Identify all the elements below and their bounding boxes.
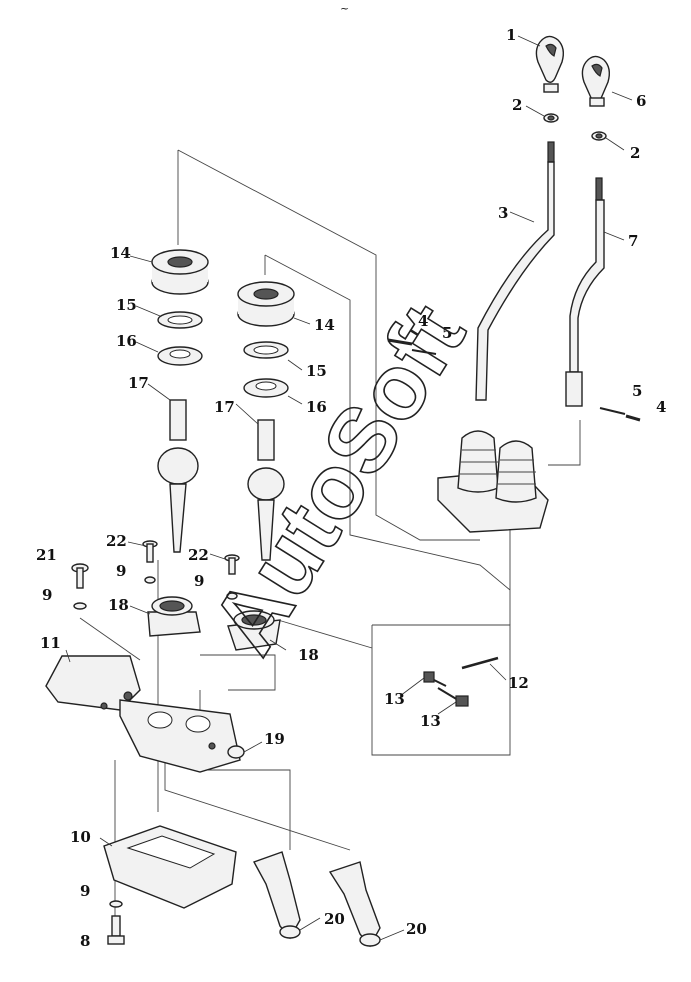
callout-18: 18: [108, 596, 129, 614]
callout-3: 3: [498, 204, 508, 222]
callout-5: 5: [632, 382, 642, 400]
callout-19: 19: [264, 730, 285, 748]
callout-1: 1: [506, 26, 516, 44]
washer-9-a: [73, 602, 87, 610]
rubber-boot-housing: [437, 430, 549, 533]
callout-6: 6: [636, 92, 646, 110]
washer-15-left: [157, 311, 203, 329]
callout-12: 12: [508, 674, 529, 692]
pin-12: [461, 656, 499, 670]
callout-5: 5: [442, 324, 452, 342]
callout-17: 17: [128, 374, 149, 392]
callout-9: 9: [116, 562, 126, 580]
callout-20: 20: [406, 920, 427, 938]
top-mark: ~: [340, 2, 349, 15]
lever-rod-7: [565, 177, 605, 407]
callout-14: 14: [314, 316, 335, 334]
callout-labels: 1 2 2 3 4 4 5 5 6 7 8 9 9 9 9 10 11 12 1…: [36, 26, 666, 950]
nut-2-right: [591, 131, 607, 141]
washer-9-d: [109, 900, 123, 908]
washer-15-right: [243, 341, 289, 359]
bolt-22-right: [224, 554, 240, 575]
bearing-housing-18-left: [147, 596, 201, 637]
leader-lines: [65, 35, 633, 941]
bolt-8: [107, 915, 125, 945]
pin-4-left: [387, 338, 413, 346]
callout-9: 9: [194, 572, 204, 590]
nut-2-left: [543, 113, 559, 123]
lower-cover-10: [103, 825, 237, 909]
callout-2: 2: [630, 144, 640, 162]
callout-13: 13: [420, 712, 441, 730]
pin-5-right: [599, 407, 626, 415]
callout-14: 14: [110, 244, 131, 262]
callout-16: 16: [116, 332, 137, 350]
shift-arm-20-right: [328, 861, 381, 948]
callout-16: 16: [306, 398, 327, 416]
ball-joint-13-b: [437, 687, 469, 707]
callout-18: 18: [298, 646, 319, 664]
plug-19: [227, 745, 245, 759]
callout-4: 4: [656, 398, 666, 416]
shift-housing-11: [45, 655, 241, 773]
callout-11: 11: [40, 634, 61, 652]
callout-21: 21: [36, 546, 57, 564]
shift-shaft-17-left: [157, 399, 199, 553]
callout-9: 9: [80, 882, 90, 900]
callout-2: 2: [512, 96, 522, 114]
bolt-22-left: [142, 540, 158, 563]
shift-shaft-17-right: [247, 419, 285, 561]
washer-9-b: [144, 576, 156, 584]
lever-rod-3: [475, 141, 555, 401]
damper-ring-14-left: [151, 249, 209, 295]
pin-4-right: [625, 414, 641, 422]
callout-20: 20: [324, 910, 345, 928]
callout-7: 7: [628, 232, 638, 250]
bolt-21: [71, 563, 89, 589]
pin-5-left: [411, 349, 437, 355]
bushing-16-right: [243, 378, 289, 398]
bearing-housing-18-right: [227, 610, 281, 651]
shift-arm-20-left: [252, 851, 301, 940]
ball-joint-13-a: [423, 671, 447, 687]
callout-22: 22: [188, 546, 209, 564]
callout-8: 8: [80, 932, 90, 950]
damper-ring-14-right: [237, 281, 295, 327]
callout-10: 10: [70, 828, 91, 846]
gear-lever-knob-6: [581, 55, 611, 107]
callout-17: 17: [214, 398, 235, 416]
callout-22: 22: [106, 532, 127, 550]
callout-15: 15: [306, 362, 327, 380]
callout-13: 13: [384, 690, 405, 708]
callout-9: 9: [42, 586, 52, 604]
washer-9-c: [226, 592, 238, 600]
bushing-16-left: [157, 346, 203, 366]
callout-4: 4: [418, 312, 428, 330]
callout-15: 15: [116, 296, 137, 314]
gear-lever-knob-1: [535, 35, 565, 93]
